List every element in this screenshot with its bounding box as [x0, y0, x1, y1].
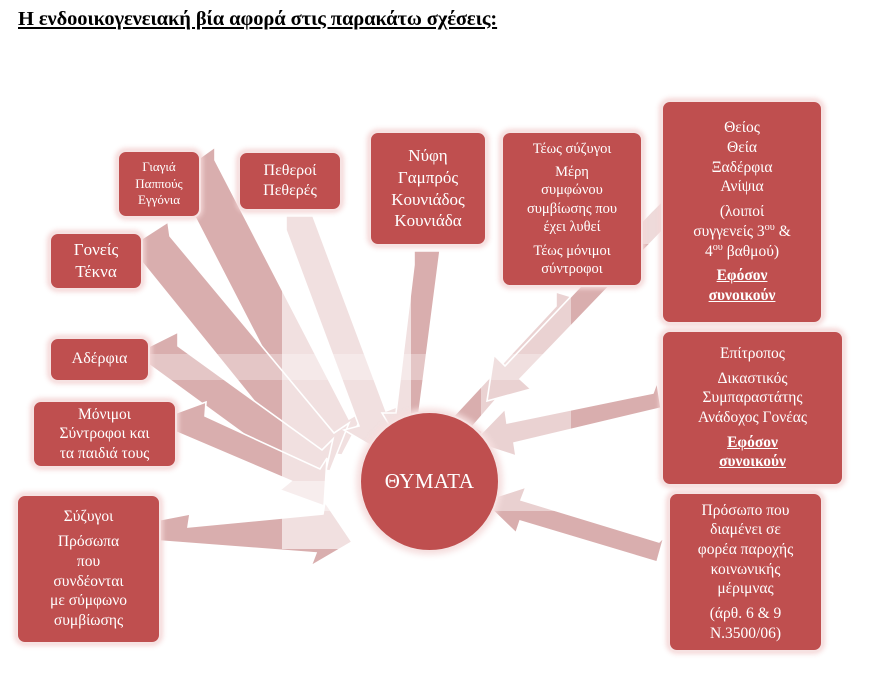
page-title: Η ενδοοικογενειακή βία αφορά στις παρακά… — [18, 8, 498, 30]
node-line: Γαμπρός — [397, 167, 459, 187]
node-line: Γιαγιά — [142, 159, 176, 175]
node-line: συμβίωσης που — [526, 200, 618, 217]
node-line: κοινωνικής — [710, 560, 781, 578]
node-line: Πεθεροί — [263, 161, 317, 179]
node-former-spouses-partners[interactable]: Τέως σύζυγοι Μέρη συμφώνου συμβίωσης που… — [501, 131, 643, 287]
condition-note-line: συνοικούν — [708, 287, 776, 304]
node-line: Επίτροπος — [720, 344, 785, 362]
arrow-institution — [481, 485, 666, 563]
node-line: Αδέρφια — [71, 350, 128, 368]
node-line: Ανάδοχος Γονέας — [697, 409, 807, 426]
relationship-diagram: ΘΥΜΑΤΑ Γιαγιά Παππούς Εγγόνια Γονείς Τέκ… — [0, 44, 880, 673]
node-parents-in-law[interactable]: Πεθεροί Πεθερές — [238, 151, 342, 211]
node-line: που — [76, 552, 101, 570]
node-line: συμφώνου — [541, 182, 603, 199]
node-line: με σύμφωνο — [50, 592, 127, 610]
node-line: φορέα παροχής — [697, 540, 794, 558]
node-line: έχει λυθεί — [543, 219, 601, 236]
victims-center-node: ΘΥΜΑΤΑ — [359, 411, 500, 552]
node-line: Κουνιάδος — [391, 189, 465, 209]
node-line: τα παιδιά τους — [59, 444, 150, 462]
node-line: Θείος — [724, 119, 760, 137]
node-line: Δικαστικός — [717, 369, 788, 387]
node-degree-line: συγγενείς 3ου & — [668, 222, 816, 242]
node-line: (λοιποί — [719, 203, 765, 220]
condition-note-line: συνοικούν — [719, 453, 786, 471]
node-line: Νύφη — [408, 146, 448, 166]
node-line: μέριμνας — [717, 580, 774, 598]
node-line: διαμένει σε — [710, 521, 781, 539]
degree-pre: συγγενείς 3 — [693, 222, 765, 240]
node-permanent-partners[interactable]: Μόνιμοι Σύντροφοι και τα παιδιά τους — [32, 400, 177, 468]
node-guardian-foster[interactable]: Επίτροπος Δικαστικός Συμπαραστάτης Ανάδο… — [661, 330, 844, 486]
node-spouses-civil-partners[interactable]: Σύζυγοι Πρόσωπα που συνδέονται με σύμφων… — [16, 494, 161, 644]
node-grandparents[interactable]: Γιαγιά Παππούς Εγγόνια — [117, 150, 201, 218]
node-line: Γονείς — [73, 240, 119, 260]
degree-pre: 4 — [704, 242, 713, 260]
node-line: Τέως σύζυγοι — [532, 140, 612, 157]
node-line: Σύντροφοι και — [59, 425, 150, 443]
node-line: Μέρη — [555, 163, 589, 180]
node-line: Συμπαραστάτης — [702, 389, 803, 407]
node-reference-line: Ν.3500/06) — [709, 624, 782, 642]
degree-post: βαθμού) — [722, 242, 780, 260]
node-line: συμβίωσης — [53, 611, 124, 629]
arrow-spouses — [158, 499, 354, 568]
node-line: Κουνιάδα — [394, 211, 462, 231]
node-line: Τέως μόνιμοι — [533, 242, 611, 259]
node-line: Εγγόνια — [137, 192, 181, 208]
degree-superscript: ου — [712, 241, 723, 253]
node-line: Τέκνα — [75, 262, 117, 281]
node-extended-relatives[interactable]: Θείος Θεία Ξαδέρφια Ανίψια (λοιποί συγγε… — [661, 100, 823, 324]
node-line: συνδέονται — [53, 572, 124, 590]
node-siblings-in-law[interactable]: Νύφη Γαμπρός Κουνιάδος Κουνιάδα — [369, 131, 487, 246]
victims-label: ΘΥΜΑΤΑ — [384, 469, 475, 493]
node-siblings[interactable]: Αδέρφια — [49, 337, 150, 382]
node-line: Ξαδέρφια — [711, 158, 773, 176]
node-line: Μόνιμοι — [78, 405, 131, 423]
node-reference-line: (άρθ. 6 & 9 — [709, 605, 782, 622]
node-line: Πρόσωπα — [57, 533, 120, 551]
node-line: Ανίψια — [720, 178, 764, 196]
condition-note-line: Εφόσον — [727, 433, 778, 451]
node-line: Πεθερές — [263, 182, 317, 199]
node-degree-line: 4ου βαθμού) — [668, 242, 816, 262]
node-line: Σύζυγοι — [63, 508, 114, 526]
node-line: Θεία — [727, 138, 757, 156]
degree-superscript: ου — [764, 221, 775, 233]
node-welfare-institution-resident[interactable]: Πρόσωπο που διαμένει σε φορέα παροχής κο… — [668, 492, 823, 652]
node-parents-children[interactable]: Γονείς Τέκνα — [49, 232, 143, 290]
degree-post: & — [774, 222, 791, 240]
condition-note-line: Εφόσον — [716, 267, 768, 285]
node-line: Πρόσωπο που — [701, 501, 790, 519]
node-line: σύντροφοι — [541, 261, 603, 278]
node-line: Παππούς — [135, 175, 183, 191]
